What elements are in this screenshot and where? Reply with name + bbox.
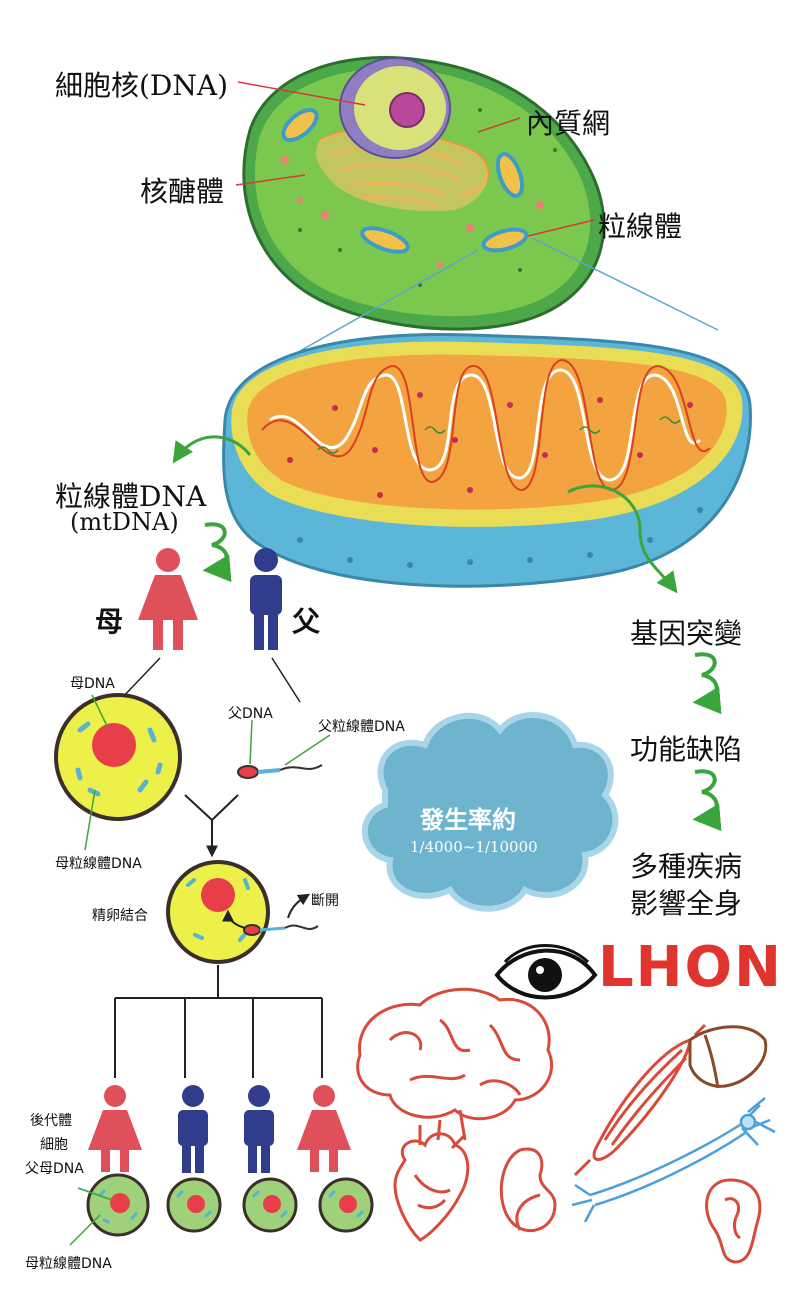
- arrow-to-mtdna: [172, 435, 252, 464]
- mtdna-label-line2: (mtDNA): [70, 508, 179, 536]
- father-figure: [250, 548, 282, 650]
- father-label: 父: [292, 605, 321, 638]
- mother-figure: [138, 548, 198, 650]
- flow-step-gene-mutation: 基因突變: [630, 617, 743, 650]
- offspring-male-1: [178, 1085, 208, 1173]
- flow-step-dysfunction: 功能缺陷: [630, 733, 743, 766]
- liver-icon: [688, 1025, 768, 1089]
- offspring-tree: [114, 965, 323, 1078]
- mother-label: 母: [95, 605, 124, 638]
- er-label: 內質網: [526, 107, 611, 140]
- offspring-parents-dna-label: 父母DNA: [25, 1161, 84, 1177]
- mother-egg-cell: [54, 693, 182, 821]
- muscle-icon: [573, 1023, 707, 1177]
- incidence-title: 發生率約: [420, 805, 516, 834]
- cristae: [269, 368, 702, 482]
- flow-step-whole-body: 影響全身: [630, 887, 743, 920]
- mother-mito-dna-label: 母粒線體DNA: [55, 856, 142, 872]
- ear-icon: [705, 1178, 762, 1264]
- curly-arrow-mtdna: [202, 522, 232, 583]
- sperm-cell: [237, 764, 323, 779]
- incidence-value: 1/4000~1/10000: [410, 838, 538, 856]
- offspring-female-2: [297, 1085, 351, 1172]
- offspring-label-line2: 細胞: [40, 1137, 68, 1153]
- offspring-female-1: [88, 1085, 142, 1172]
- large-mitochondrion: [222, 332, 752, 588]
- fertilized-cell: [166, 860, 319, 964]
- mtdna-label-line1: 粒線體DNA: [55, 480, 207, 513]
- kidney-icon: [499, 1147, 557, 1233]
- mito-granules: [287, 392, 693, 498]
- cell-mitochondria: [281, 108, 529, 254]
- nucleus-label: 細胞核(DNA): [55, 69, 229, 102]
- incidence-cloud: [361, 712, 619, 912]
- heart-icon: [393, 1119, 470, 1242]
- eye-icon: [494, 944, 598, 1000]
- curly-arrow-flow-2: [692, 769, 722, 832]
- arrow-to-mutation: [567, 484, 678, 594]
- offspring-cells: [86, 1173, 374, 1237]
- ribosomes: [281, 156, 544, 268]
- brain-icon: [356, 987, 554, 1141]
- nucleus: [339, 57, 451, 159]
- animal-cell: [242, 56, 606, 331]
- father-dna-label: 父DNA: [228, 706, 273, 722]
- disease-name-lhon: LHON: [598, 935, 784, 1000]
- offspring-mother-mito-dna-label: 母粒線體DNA: [25, 1256, 112, 1272]
- offspring-label-line1: 後代體: [30, 1113, 72, 1129]
- offspring-male-2: [244, 1085, 274, 1173]
- mtdna-strands: [317, 416, 681, 454]
- neuron-icon: [571, 1097, 776, 1223]
- fertilization-label: 精卵結合: [92, 908, 148, 924]
- curly-arrow-flow-1: [692, 652, 722, 715]
- flow-step-diseases: 多種疾病: [630, 850, 743, 883]
- father-mito-dna-label: 父粒線體DNA: [318, 719, 405, 735]
- cell-leader-lines: [235, 81, 595, 237]
- mitochondrion-label: 粒線體: [598, 210, 683, 243]
- mother-dna-label: 母DNA: [70, 676, 115, 692]
- break-off-label: 斷開: [311, 893, 339, 909]
- ribosome-label: 核醣體: [140, 175, 225, 208]
